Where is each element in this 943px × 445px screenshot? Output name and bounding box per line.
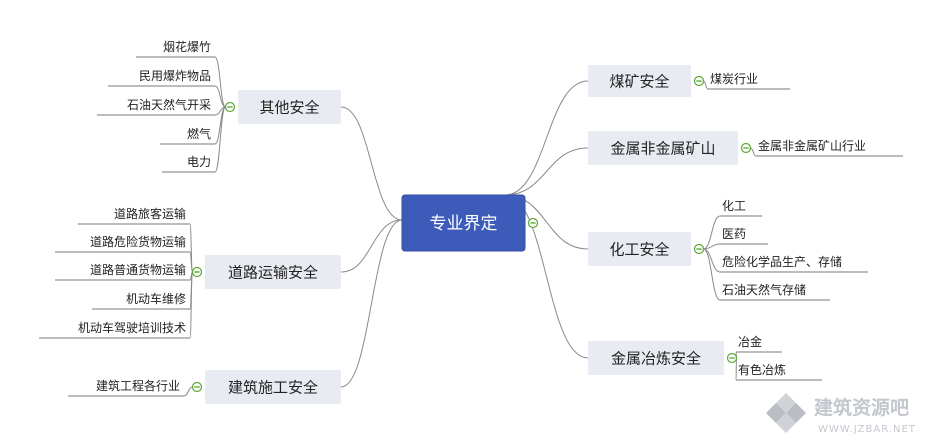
left-branch-2-edge	[340, 219, 403, 388]
right-branch-2-leaf-0[interactable]: 化工	[720, 199, 762, 217]
left-branch-1[interactable]: 道路运输安全	[205, 255, 341, 289]
right-branch-2-leaf-3-label: 石油天然气存储	[722, 282, 806, 297]
right-branch-3-leaf-1[interactable]: 有色冶炼	[736, 362, 822, 381]
left-branch-0-edge	[340, 106, 403, 221]
root-node[interactable]: 专业界定	[401, 194, 526, 252]
left-branch-2[interactable]: 建筑施工安全	[205, 370, 341, 404]
watermark-text: 建筑资源吧	[814, 396, 909, 419]
left-branch-0-leaf-4[interactable]: 电力	[162, 155, 215, 173]
right-branch-0-leaf-0[interactable]: 煤炭行业	[708, 72, 790, 90]
watermark-url: WWW.JZBAR.NET	[818, 424, 916, 435]
right-branch-0-collapse-icon[interactable]	[693, 75, 705, 87]
watermark-logo-icon	[766, 393, 806, 433]
right-branch-2-collapse-icon[interactable]	[693, 243, 705, 255]
right-branch-0-leaf-0-edge	[703, 80, 709, 90]
right-branch-3[interactable]: 金属冶炼安全	[588, 341, 724, 375]
right-branch-0-label: 煤矿安全	[609, 73, 669, 91]
left-branch-0[interactable]: 其他安全	[238, 90, 341, 124]
left-branch-1-collapse-icon[interactable]	[191, 266, 203, 278]
left-branch-0-leaf-1-edge	[214, 85, 226, 108]
left-branch-0-leaf-0-edge	[214, 56, 226, 108]
right-branch-1-collapse-icon[interactable]	[740, 142, 752, 154]
left-branch-1-leaf-4-label: 机动车驾驶培训技术	[78, 320, 186, 335]
right-branch-2-leaf-2[interactable]: 危险化学品生产、存储	[720, 254, 868, 273]
left-branch-2-leaf-0-label: 建筑工程各行业	[96, 378, 180, 393]
left-branch-1-leaf-0-label: 道路旅客运输	[114, 206, 186, 221]
left-branch-0-leaf-1[interactable]: 民用爆炸物品	[108, 69, 215, 87]
right-branch-3-leaf-0-label: 冶金	[738, 334, 762, 349]
left-branch-1-label: 道路运输安全	[228, 264, 318, 282]
left-branch-1-leaf-2[interactable]: 道路普通货物运输	[55, 262, 190, 281]
left-branch-0-label: 其他安全	[259, 99, 319, 117]
left-branch-1-leaf-2-label: 道路普通货物运输	[90, 262, 186, 277]
left-branch-0-leaf-2[interactable]: 石油天然气开采	[97, 97, 215, 116]
right-branch-3-leaf-1-label: 有色冶炼	[738, 362, 786, 377]
left-branch-2-collapse-icon[interactable]	[191, 381, 203, 393]
right-branch-2-leaf-2-edge	[703, 248, 721, 273]
right-branch-2-leaf-1-edge	[703, 243, 721, 250]
right-branch-1-edge	[504, 147, 589, 196]
right-branch-1-leaf-0[interactable]: 金属非金属矿山行业	[756, 138, 903, 157]
right-branch-0-edge	[504, 80, 589, 196]
right-branch-3-leaf-1-edge	[735, 357, 737, 381]
left-branch-1-leaf-1-label: 道路危险货物运输	[90, 234, 186, 249]
left-branch-0-leaf-4-label: 电力	[187, 155, 211, 169]
right-branch-0-leaf-0-label: 煤炭行业	[710, 72, 758, 86]
right-branch-3-label: 金属冶炼安全	[611, 350, 701, 368]
right-branch-2-leaf-1[interactable]: 医药	[720, 227, 768, 245]
left-branch-0-leaf-3-label: 燃气	[187, 126, 211, 141]
right-branch-3-collapse-icon[interactable]	[726, 352, 738, 364]
right-branch-2-leaf-1-label: 医药	[722, 227, 746, 241]
left-branch-0-collapse-icon[interactable]	[224, 101, 236, 113]
right-branch-0[interactable]: 煤矿安全	[588, 65, 691, 97]
watermark: 建筑资源吧 WWW.JZBAR.NET	[766, 393, 916, 435]
right-branch-1-leaf-0-edge	[750, 147, 757, 157]
right-branch-1-label: 金属非金属矿山	[610, 140, 715, 158]
right-branch-2-leaf-3[interactable]: 石油天然气存储	[720, 282, 830, 301]
right-branch-3-leaf-0[interactable]: 冶金	[736, 334, 782, 353]
root-collapse-icon[interactable]	[527, 217, 539, 229]
left-branch-2-label: 建筑施工安全	[228, 379, 318, 397]
right-branch-2-leaf-2-label: 危险化学品生产、存储	[722, 254, 842, 269]
left-branch-0-leaf-1-label: 民用爆炸物品	[139, 69, 211, 83]
left-branch-0-leaf-3[interactable]: 燃气	[160, 126, 215, 145]
right-branch-1-leaf-0-label: 金属非金属矿山行业	[758, 138, 866, 153]
left-branch-1-leaf-4-edge	[189, 271, 193, 339]
left-branch-0-leaf-0-label: 烟花爆竹	[163, 39, 211, 54]
right-branch-2-leaf-0-label: 化工	[722, 199, 746, 213]
root-node-label: 专业界定	[430, 214, 498, 234]
right-branch-2-label: 化工安全	[609, 241, 669, 259]
left-branch-1-leaf-3-label: 机动车维修	[126, 291, 186, 306]
left-branch-2-leaf-0-edge	[183, 386, 193, 397]
right-branch-2-leaf-0-edge	[703, 215, 721, 250]
left-branch-1-leaf-0[interactable]: 道路旅客运输	[78, 206, 190, 225]
left-branch-1-edge	[340, 219, 403, 273]
left-branch-0-leaf-2-label: 石油天然气开采	[127, 97, 211, 112]
left-branch-0-leaf-4-edge	[214, 106, 226, 173]
left-branch-0-leaf-0[interactable]: 烟花爆竹	[136, 39, 215, 58]
left-branch-1-leaf-4[interactable]: 机动车驾驶培训技术	[39, 320, 190, 339]
right-branch-2[interactable]: 化工安全	[588, 232, 691, 266]
left-branch-2-leaf-0[interactable]: 建筑工程各行业	[68, 378, 184, 397]
right-branch-1[interactable]: 金属非金属矿山	[588, 131, 738, 165]
left-branch-1-leaf-1[interactable]: 道路危险货物运输	[55, 234, 190, 253]
left-branch-1-leaf-3[interactable]: 机动车维修	[92, 291, 190, 310]
right-branch-2-leaf-3-edge	[703, 248, 721, 301]
